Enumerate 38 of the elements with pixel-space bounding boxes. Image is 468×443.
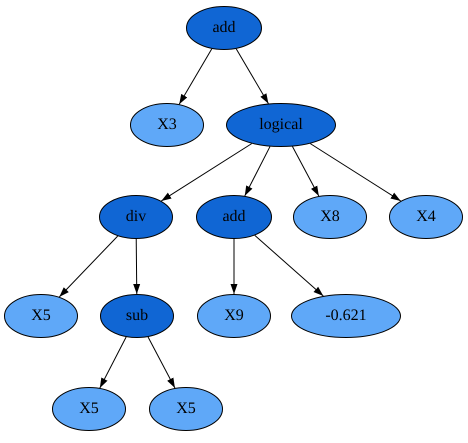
arrow bbox=[310, 143, 402, 202]
ellipse-node bbox=[293, 195, 367, 239]
node-label: X5 bbox=[79, 400, 99, 418]
node-label: sub bbox=[126, 307, 148, 325]
arrow bbox=[160, 143, 252, 202]
ellipse-node bbox=[130, 103, 204, 147]
arrow bbox=[244, 146, 270, 196]
node-label: X4 bbox=[416, 208, 436, 226]
ellipse-node bbox=[149, 387, 223, 431]
ellipse-node bbox=[4, 294, 78, 338]
node-label: X3 bbox=[157, 116, 177, 134]
node-label: X9 bbox=[224, 307, 244, 325]
node-label: add bbox=[212, 19, 236, 37]
ellipse-node bbox=[186, 6, 262, 50]
node-label: logical bbox=[259, 116, 303, 134]
arrow bbox=[292, 146, 320, 197]
node-label: X5 bbox=[176, 400, 196, 418]
ellipse-node bbox=[197, 294, 271, 338]
ellipse-node bbox=[52, 387, 126, 431]
ellipse-node bbox=[291, 294, 401, 338]
arrow bbox=[230, 238, 238, 294]
ellipse-node bbox=[226, 103, 336, 147]
node-label: -0.621 bbox=[325, 307, 367, 325]
arrow bbox=[254, 234, 324, 296]
node-label: X8 bbox=[320, 208, 340, 226]
arrow bbox=[133, 238, 140, 294]
arrow bbox=[148, 336, 176, 388]
arrow bbox=[236, 48, 269, 104]
arrow bbox=[178, 48, 212, 105]
arrow bbox=[99, 336, 127, 388]
arrow bbox=[58, 236, 118, 298]
ellipse-node bbox=[100, 294, 174, 338]
ellipse-node bbox=[99, 195, 173, 239]
node-label: X5 bbox=[31, 307, 51, 325]
ellipse-node bbox=[389, 195, 463, 239]
ellipse-node bbox=[196, 195, 272, 239]
node-label: add bbox=[222, 208, 246, 226]
node-label: div bbox=[126, 208, 146, 226]
